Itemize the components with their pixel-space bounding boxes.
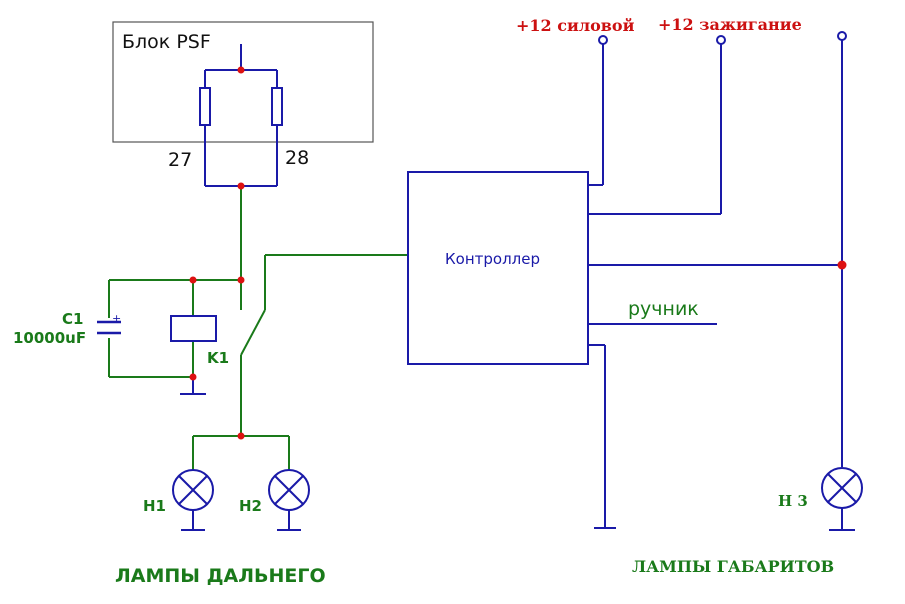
psf-block-frame bbox=[112, 21, 374, 143]
controller-wiring bbox=[588, 40, 843, 529]
relay-coil-k1 bbox=[170, 315, 217, 342]
handbrake-label: ручник bbox=[628, 298, 699, 320]
h3-label: H 3 bbox=[778, 492, 808, 510]
junction-dot bbox=[837, 260, 847, 270]
lamp-h2 bbox=[268, 469, 310, 531]
pin-28-label: 28 bbox=[285, 147, 309, 169]
k1-label: K1 bbox=[207, 349, 229, 367]
high-beam-caption: ЛАМПЫ ДАЛЬНЕГО bbox=[115, 565, 326, 587]
pin-27-label: 27 bbox=[168, 149, 192, 171]
controller-label: Контроллер bbox=[445, 250, 540, 268]
capacitor-c1: + bbox=[97, 312, 121, 335]
h1-label: H1 bbox=[143, 497, 166, 515]
controller-box bbox=[407, 171, 589, 365]
h2-label: H2 bbox=[239, 497, 262, 515]
capacitor-plus-sign: + bbox=[112, 312, 121, 325]
terminals bbox=[598, 31, 847, 45]
fuse-28 bbox=[271, 87, 283, 126]
junction-dot bbox=[237, 66, 245, 74]
fuse-27 bbox=[199, 87, 211, 126]
plus12-power-label: +12 силовой bbox=[516, 16, 635, 35]
plus12-ignition-label: +12 зажигание bbox=[658, 15, 802, 34]
terminal-plus12-power bbox=[598, 35, 608, 45]
c1-label: C1 bbox=[62, 310, 83, 328]
psf-block: Блок PSF 27 28 bbox=[112, 21, 374, 187]
c1-value-label: 10000uF bbox=[13, 329, 86, 347]
junction-dots bbox=[189, 182, 245, 440]
parking-lamps-caption: ЛАМПЫ ГАБАРИТОВ bbox=[632, 557, 834, 576]
terminal-parking bbox=[837, 31, 847, 41]
psf-block-title: Блок PSF bbox=[122, 31, 211, 53]
lamp-h3 bbox=[821, 467, 863, 531]
lamp-h1 bbox=[172, 469, 214, 531]
high-beam-wiring bbox=[108, 186, 408, 470]
terminal-plus12-ignition bbox=[716, 35, 726, 45]
